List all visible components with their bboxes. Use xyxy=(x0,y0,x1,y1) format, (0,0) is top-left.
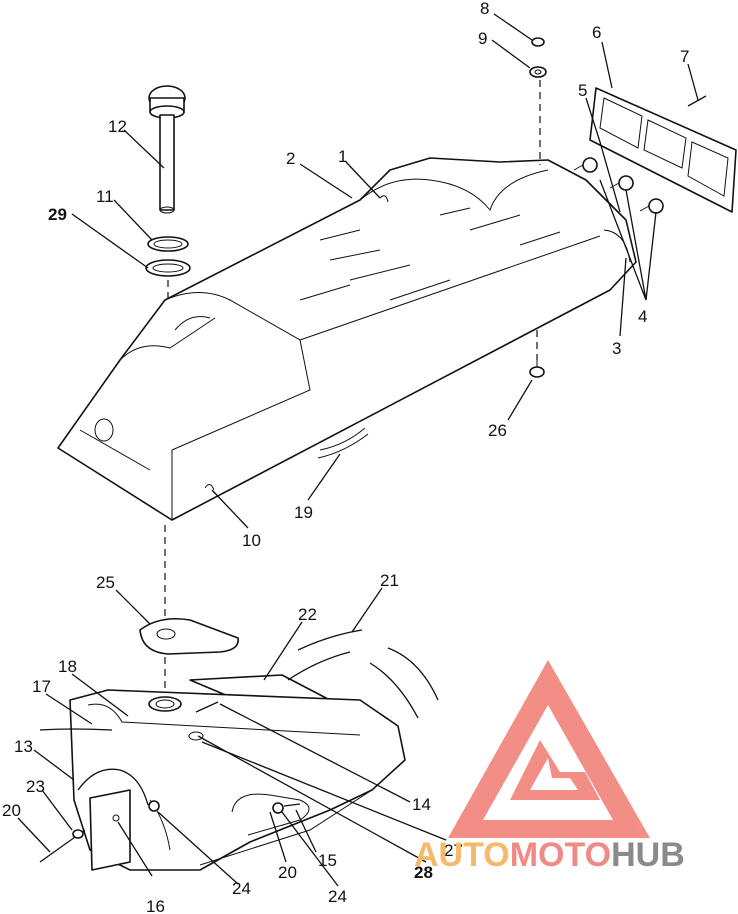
foam-pad xyxy=(139,617,239,655)
callout-28: 28 xyxy=(414,863,433,882)
clamp-icon xyxy=(72,829,84,839)
callout-5: 5 xyxy=(578,81,587,100)
callout-22: 22 xyxy=(298,605,317,624)
fuel-tank xyxy=(69,689,406,871)
seal-ring-icon xyxy=(145,236,191,277)
seat-assembly xyxy=(57,157,637,521)
watermark-text: AUTOMOTOHUB xyxy=(414,836,685,874)
callout-18: 18 xyxy=(58,657,77,676)
tank-bracket xyxy=(89,789,131,871)
screw-icon xyxy=(687,95,707,107)
taillight-lens xyxy=(589,87,737,213)
bulb-icon xyxy=(573,157,664,214)
callout-labels: 8 9 6 7 5 12 2 1 11 29 4 3 26 19 10 25 2… xyxy=(2,0,689,914)
callout-2: 2 xyxy=(286,149,295,168)
callout-20-bottom: 20 xyxy=(278,863,297,882)
fastener-icon xyxy=(529,360,545,378)
callout-27: 27 xyxy=(444,841,463,860)
watermark-hub: HUB xyxy=(611,836,685,874)
fuel-hose xyxy=(77,768,149,806)
callout-17: 17 xyxy=(32,677,51,696)
callout-12: 12 xyxy=(108,117,127,136)
vent-hose xyxy=(39,728,113,731)
watermark-auto: AUTO xyxy=(414,836,510,874)
callout-8: 8 xyxy=(480,0,489,18)
callout-4: 4 xyxy=(638,307,647,326)
nut-washer-icon xyxy=(529,37,547,78)
callout-20-left: 20 xyxy=(2,801,21,820)
watermark-logo-icon xyxy=(448,660,650,838)
callout-24-right: 24 xyxy=(328,887,347,906)
hose-icon xyxy=(287,629,439,719)
callout-15: 15 xyxy=(318,851,337,870)
callout-14: 14 xyxy=(412,795,431,814)
callout-10: 10 xyxy=(242,531,261,550)
callout-19: 19 xyxy=(294,503,313,522)
callout-7: 7 xyxy=(680,47,689,66)
callout-16: 16 xyxy=(146,897,165,914)
callout-24-left: 24 xyxy=(232,879,251,898)
callout-26: 26 xyxy=(488,421,507,440)
callout-29: 29 xyxy=(48,205,67,224)
callout-23: 23 xyxy=(26,777,45,796)
callout-6: 6 xyxy=(592,23,601,42)
callout-1: 1 xyxy=(338,147,347,166)
callout-11: 11 xyxy=(96,187,114,206)
callout-13: 13 xyxy=(14,737,33,756)
callout-25: 25 xyxy=(96,573,115,592)
fuel-cap-gauge xyxy=(148,85,186,214)
callout-21: 21 xyxy=(380,571,399,590)
callout-9: 9 xyxy=(478,29,487,48)
watermark-moto: MOTO xyxy=(510,836,611,874)
leader-lines xyxy=(17,13,699,887)
callout-3: 3 xyxy=(612,339,621,358)
